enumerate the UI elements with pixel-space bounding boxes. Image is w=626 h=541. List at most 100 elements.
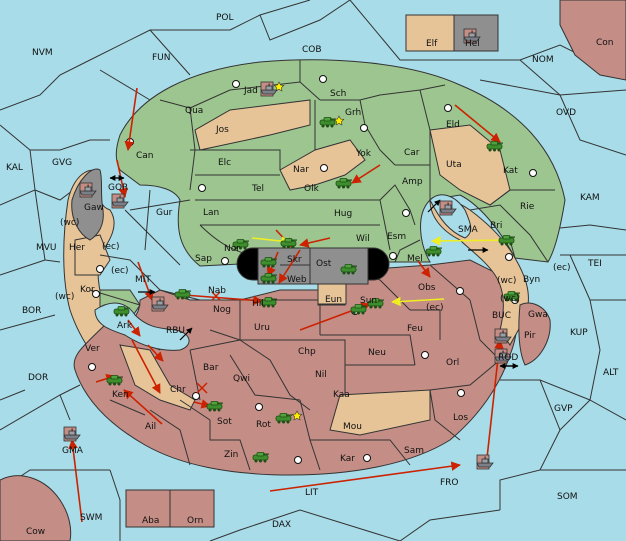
province-label: Sap	[195, 254, 212, 264]
province-label: Jad	[243, 86, 258, 96]
province-label: Kat	[503, 166, 518, 176]
province-label: Eld	[446, 120, 460, 130]
sea-label: FUN	[152, 53, 171, 63]
province-label: Wil	[356, 234, 370, 244]
province-label: Gur	[156, 208, 173, 218]
sea-label: NOM	[532, 55, 554, 65]
province-label: Skr	[287, 255, 302, 265]
sea-label: DAX	[272, 520, 291, 530]
home-stars	[273, 81, 345, 421]
province-label: Cow	[26, 527, 45, 537]
province-label: Can	[136, 151, 154, 161]
sea-label: OVD	[556, 108, 576, 118]
sea-label: BUC	[492, 311, 511, 321]
sea-label: TEI	[587, 259, 602, 269]
province-label: Hug	[334, 209, 352, 219]
province-label: Elc	[218, 158, 231, 168]
province-label: Jos	[215, 125, 229, 135]
province-label: Sun	[360, 296, 377, 306]
province-label: Tel	[251, 184, 264, 194]
province-label: Nog	[213, 305, 231, 315]
province-label: Bri	[490, 221, 502, 231]
province-label: Web	[287, 275, 307, 285]
province-label: Olk	[304, 184, 320, 194]
sea-label: KAL	[6, 163, 23, 173]
province-label: Car	[404, 148, 420, 158]
sea-label: MIT	[135, 275, 151, 285]
province-label: Zin	[224, 450, 238, 460]
sea-label: ALT	[603, 368, 619, 378]
province-label: Qua	[185, 106, 203, 116]
sea-label: MVU	[36, 243, 57, 253]
province-label: Ver	[85, 344, 100, 354]
province-label: Ken	[112, 390, 129, 400]
province-label: Elf	[426, 39, 438, 49]
sea-label: FRO	[440, 478, 459, 488]
province-label: Kaa	[333, 390, 350, 400]
sea-label: GVG	[52, 158, 72, 168]
province-label: (ec)	[553, 263, 571, 273]
province-label: Nar	[293, 165, 309, 175]
province-label: Nil	[315, 370, 327, 380]
province-label: Ost	[316, 259, 332, 269]
province-label: Grh	[345, 108, 361, 118]
sea-label: SMA	[458, 225, 478, 235]
sea-label: LIT	[305, 488, 319, 498]
province-label: (wc)	[60, 218, 79, 228]
sea-label: COB	[302, 45, 322, 55]
province-label: Bar	[203, 363, 219, 373]
province-label: Mou	[343, 422, 362, 432]
province-label: Nor	[224, 244, 240, 254]
province-label: Rie	[520, 202, 535, 212]
province-label: Gaw	[84, 203, 104, 213]
sea-label: GOR	[108, 183, 128, 193]
units-layer	[63, 28, 521, 470]
province-label: Kor	[80, 285, 95, 295]
province-label: Hil	[252, 299, 264, 309]
province-label: Ark	[117, 321, 133, 331]
sea-label: ROD	[498, 353, 518, 363]
sea-label: BOR	[22, 306, 41, 316]
province-label: Orl	[446, 358, 459, 368]
province-label: Sch	[330, 89, 346, 99]
sea-label: NVM	[32, 48, 53, 58]
failed-order-marks	[196, 291, 221, 394]
province-label: Hel	[465, 39, 480, 49]
province-label: Uru	[254, 323, 270, 333]
province-label: (wc)	[55, 292, 74, 302]
province-label: Amp	[402, 177, 423, 187]
province-label: Chr	[170, 385, 186, 395]
province-label: Lan	[203, 208, 219, 218]
province-label: Nab	[208, 286, 226, 296]
province-labels: Elf Hel Jad Sch Qua Grh Jos Eld Can Yok …	[26, 39, 571, 537]
sea-label: POL	[216, 13, 234, 23]
province-label: (ec)	[111, 266, 129, 276]
province-label: Esm	[387, 232, 406, 242]
province-label: (wc)	[500, 294, 519, 304]
province-label: Mel	[407, 254, 423, 264]
sea-labels: POL FUN COB NVM NOM Con OVD KAL GVG KAM …	[6, 13, 619, 530]
province-label: Sam	[404, 446, 424, 456]
sea-label: RBU	[166, 326, 185, 336]
province-label: Uta	[446, 160, 462, 170]
province-label: Gwa	[528, 310, 548, 320]
province-label: (ec)	[426, 303, 444, 313]
province-label: (ec)	[102, 242, 120, 252]
province-label: Eun	[325, 295, 342, 305]
province-label: Aba	[142, 516, 159, 526]
province-label: Orn	[187, 516, 203, 526]
province-label: Pir	[524, 331, 536, 341]
sea-label: KUP	[570, 328, 588, 338]
sea-label: KAM	[580, 193, 600, 203]
misc-arrows	[109, 175, 519, 369]
sea-label: Con	[596, 38, 614, 48]
sea-label: GVP	[554, 404, 573, 414]
province-label: Ail	[145, 422, 156, 432]
sea-label: SOM	[557, 492, 578, 502]
province-label: Her	[69, 243, 85, 253]
sea-label: GMA	[62, 446, 84, 456]
province-label: Rot	[256, 420, 271, 430]
province-label: Obs	[418, 283, 436, 293]
